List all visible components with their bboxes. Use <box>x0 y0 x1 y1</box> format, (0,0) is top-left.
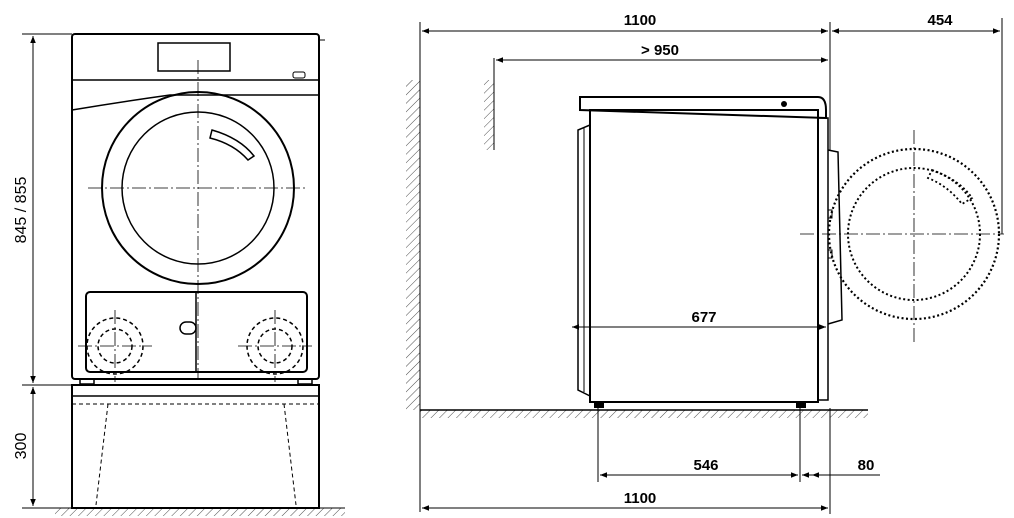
side-machine-top <box>579 96 827 120</box>
wall-hatch-upper <box>484 80 494 150</box>
dim-min-wall-distance: > 950 <box>641 42 679 59</box>
side-door-handle <box>926 168 974 206</box>
dim-height-label: 845 / 855 <box>13 177 30 244</box>
side-view: 1100 454 > 950 677 546 80 1100 <box>406 12 1004 514</box>
front-display-panel <box>157 42 231 72</box>
dim-total-depth-top: 1100 <box>624 12 657 29</box>
dim-machine-depth: 677 <box>691 309 716 326</box>
dim-total-depth-bottom: 1100 <box>624 490 657 507</box>
front-machine-body <box>71 33 320 380</box>
side-top-knob <box>781 101 787 107</box>
side-floor-hatch <box>420 410 868 418</box>
front-pedestal <box>71 384 320 509</box>
wall-hatch-lower <box>406 80 420 410</box>
dim-door-clearance: 454 <box>927 12 953 29</box>
dim-pedestal-label: 300 <box>13 433 30 460</box>
front-service-latch <box>179 321 197 335</box>
front-door-handle <box>209 129 256 161</box>
front-floor-hatch <box>55 508 345 516</box>
side-machine-body <box>589 109 819 403</box>
front-power-button <box>292 71 306 79</box>
dim-foot-spacing: 546 <box>693 457 718 474</box>
dim-foot-offset: 80 <box>858 457 875 474</box>
front-view: 845 / 855 300 <box>13 33 345 516</box>
